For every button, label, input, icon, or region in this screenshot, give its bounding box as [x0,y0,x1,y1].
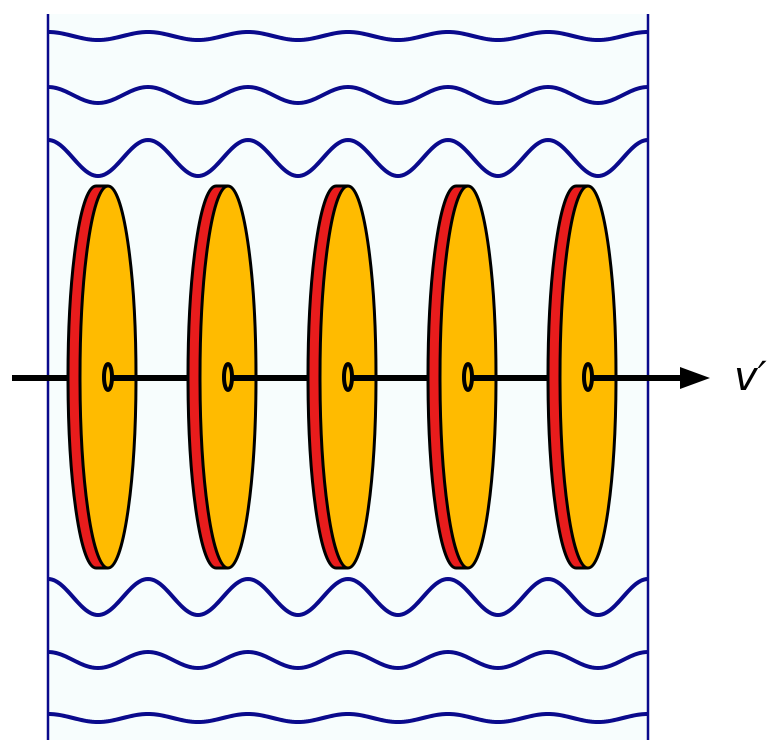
disk-hub [342,362,354,392]
disk [426,184,498,570]
wave-line [47,711,649,725]
disk [306,184,378,570]
wave-line [47,576,649,618]
disk-hub [582,362,594,392]
disk-row [66,184,618,570]
wave-line [47,29,649,43]
disk [66,184,138,570]
wave-line [47,137,649,179]
arrow-right-icon [680,367,710,389]
wave-line [47,84,649,106]
velocity-label: v′ [734,354,767,400]
disk [186,184,258,570]
disk-hub [102,362,114,392]
disk-hub [462,362,474,392]
wave-lines [47,29,649,725]
disk-hub [222,362,234,392]
wave-line [47,649,649,671]
